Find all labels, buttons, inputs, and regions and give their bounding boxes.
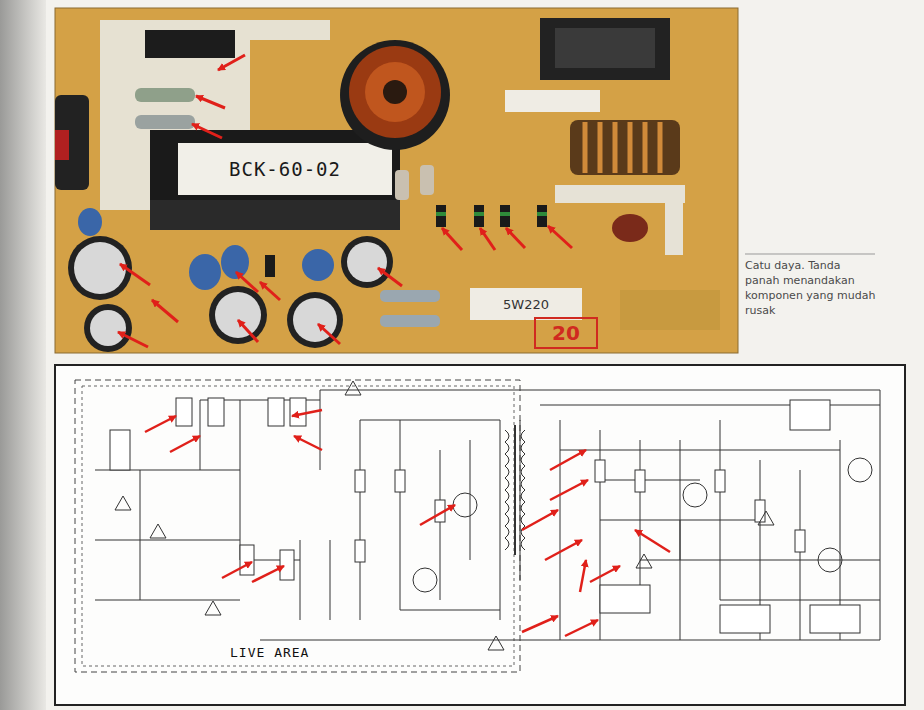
stamp-number: 20: [552, 321, 580, 345]
area-label: LIVE AREA: [228, 645, 311, 660]
pcb-photo: [55, 8, 738, 353]
schematic: [55, 365, 905, 705]
resistor-label: 5W220: [503, 297, 549, 312]
transformer-label: BCK-60-02: [229, 158, 341, 180]
page-gutter: [0, 0, 46, 710]
figure-caption: Catu daya. Tanda panah menandakan kompon…: [745, 258, 877, 318]
caption-rule: [745, 254, 875, 255]
